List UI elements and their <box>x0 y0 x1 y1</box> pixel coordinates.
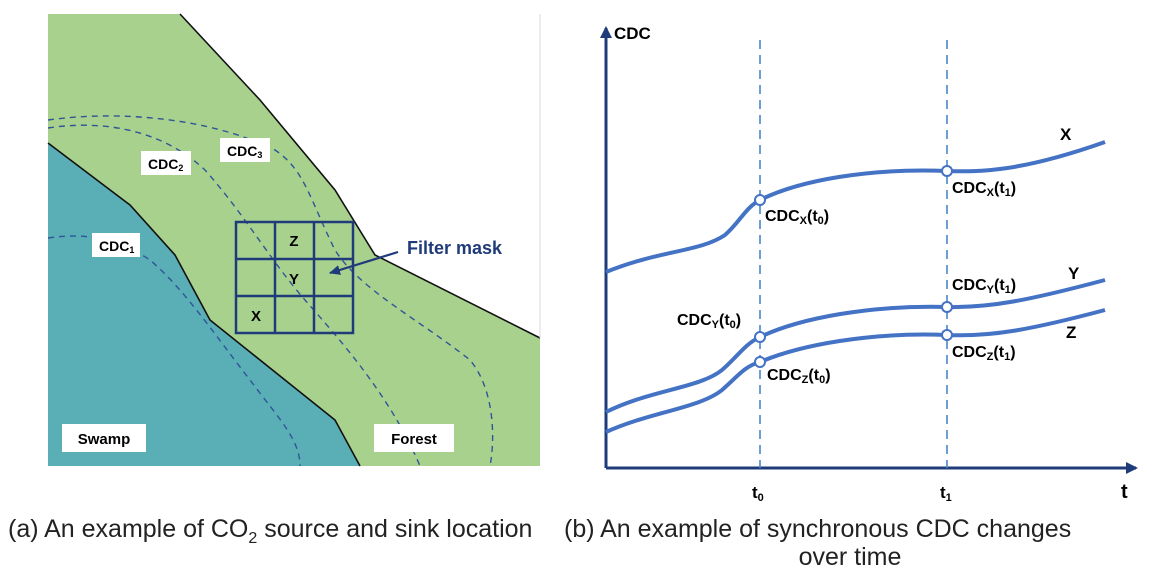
point-cdcz-t1 <box>941 329 953 341</box>
series-label-y: Y <box>1068 264 1080 283</box>
cdc2-label-box <box>141 151 191 175</box>
x-axis-label: t <box>1121 481 1128 503</box>
label-cdcz-t0: CDCZ(t0) <box>767 367 831 386</box>
forest-border <box>179 13 541 339</box>
forest-label-box <box>374 424 454 452</box>
label-cdcx-t1: CDCX(t1) <box>952 180 1016 199</box>
swamp-label: Swamp <box>78 431 131 448</box>
tick-t1: t1 <box>940 483 952 504</box>
cdc3-label: CDC3 <box>227 143 262 160</box>
swamp-region <box>48 143 360 466</box>
filter-mask-grid <box>234 220 355 335</box>
contour-cdc2 <box>47 124 421 467</box>
panel-a-map: CDC1 CDC2 CDC3 Z Y X Filter mask Swamp F… <box>47 13 541 467</box>
contour-cdc3 <box>47 115 494 467</box>
panel-b-plot: CDC t t0 t1 X Y Z CDCX(t0) CDCX(t1) CDCY… <box>600 24 1138 504</box>
mask-cell-z: Z <box>289 233 298 250</box>
label-cdcy-t0: CDCY(t0) <box>677 312 741 331</box>
point-cdcy-t1 <box>941 301 953 313</box>
y-axis-label: CDC <box>614 24 651 43</box>
caption-b-line2: over time <box>799 543 902 571</box>
point-cdcz-t0 <box>754 356 766 368</box>
caption-b-line1: (b) An example of synchronous CDC change… <box>564 515 1071 543</box>
curve-y <box>605 278 1106 414</box>
point-cdcy-t0 <box>754 331 766 343</box>
mask-cell-x: X <box>251 308 261 325</box>
cdc2-label: CDC2 <box>148 156 183 173</box>
series-label-z: Z <box>1066 323 1076 342</box>
label-cdcx-t0: CDCX(t0) <box>765 208 829 227</box>
mask-cell-y: Y <box>289 271 299 288</box>
swamp-border <box>47 142 361 467</box>
point-cdcx-t1 <box>941 165 953 177</box>
curve-x <box>605 140 1106 274</box>
cdc1-label: CDC1 <box>99 238 134 255</box>
tick-t0: t0 <box>752 483 764 504</box>
filter-mask-label: Filter mask <box>407 238 503 258</box>
point-cdcx-t0 <box>754 194 766 206</box>
cdc1-label-box <box>92 233 140 257</box>
filter-mask-arrow <box>329 250 399 275</box>
series-label-x: X <box>1060 125 1072 144</box>
label-cdcz-t1: CDCZ(t1) <box>952 344 1016 363</box>
swamp-label-box <box>62 424 146 452</box>
caption-a: (a) An example of CO2 source and sink lo… <box>8 515 532 547</box>
forest-label: Forest <box>391 431 437 448</box>
curve-z <box>605 308 1106 434</box>
label-cdcy-t1: CDCY(t1) <box>952 277 1016 296</box>
cdc3-label-box <box>220 138 270 162</box>
